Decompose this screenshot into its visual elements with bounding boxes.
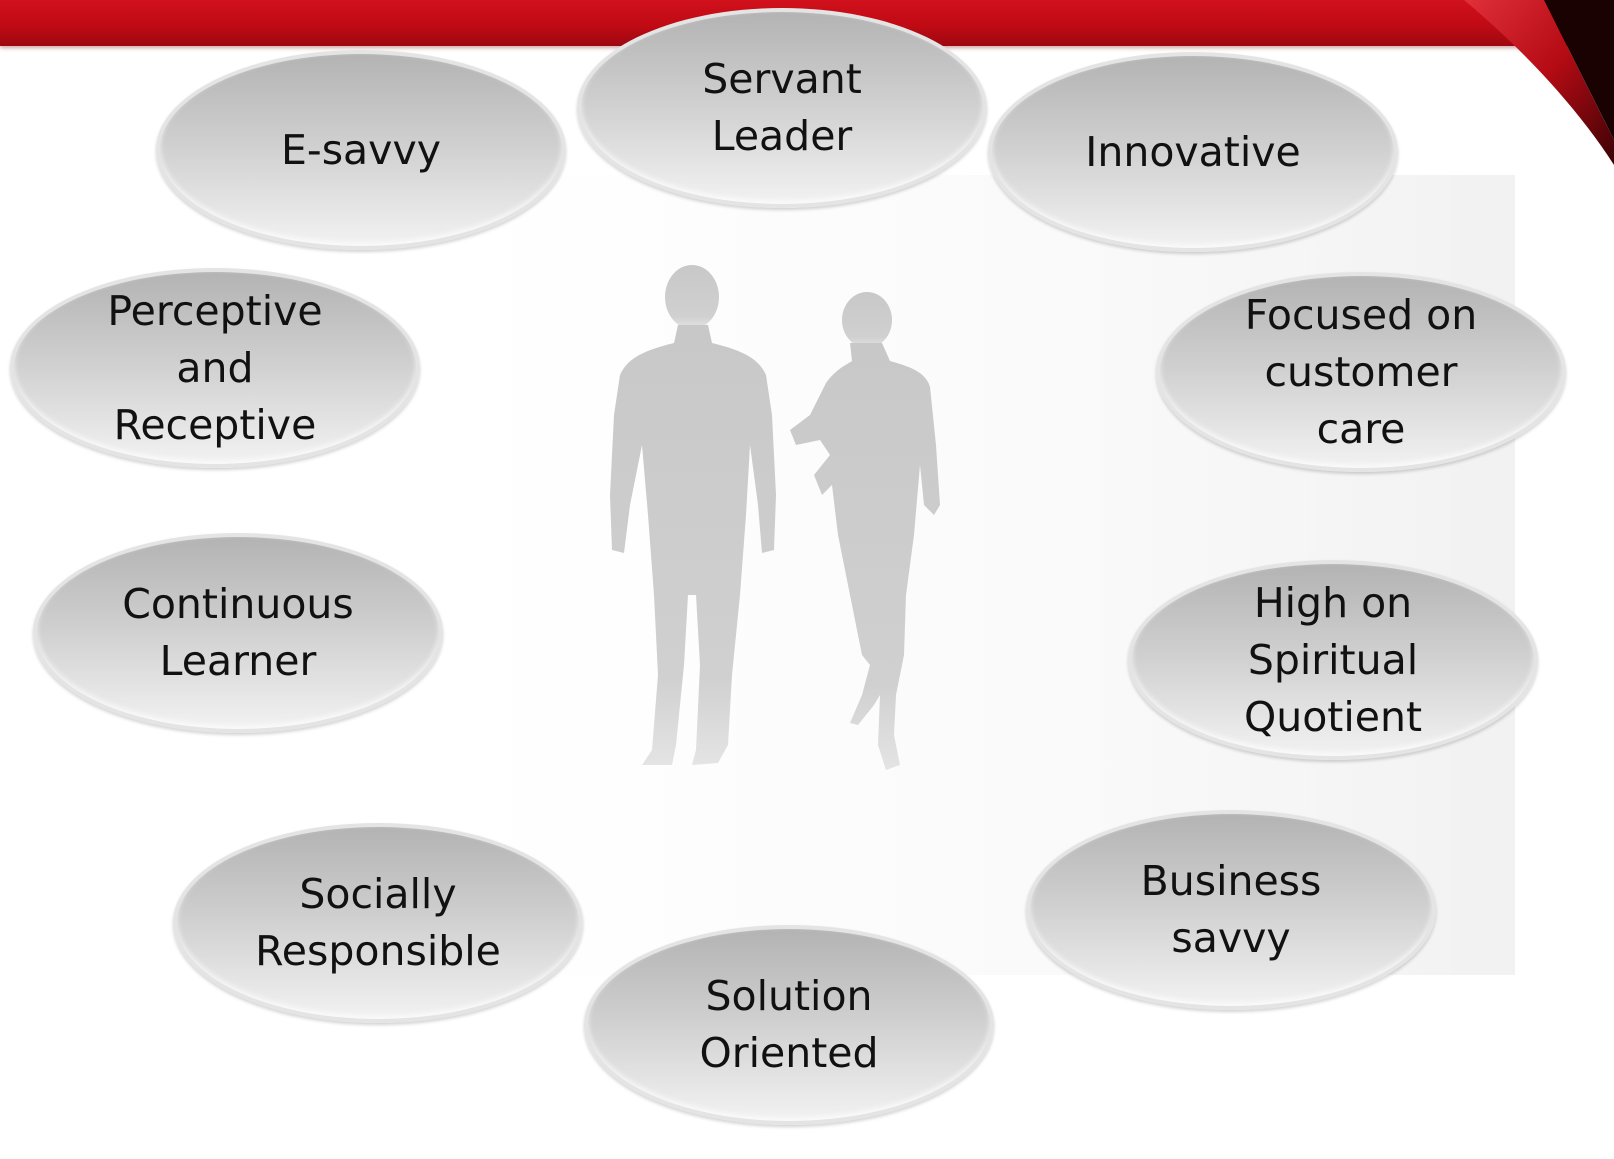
bubble-label: High on Spiritual Quotient <box>1243 578 1423 741</box>
bubble-business-savvy: Business savvy <box>1026 810 1436 1010</box>
bubble-continuous-learner: Continuous Learner <box>33 533 443 733</box>
bubble-label: Business savvy <box>1140 857 1322 962</box>
bubble-innovative: Innovative <box>988 52 1398 252</box>
bubble-solution-oriented: Solution Oriented <box>584 925 994 1125</box>
corner-swoosh-decoration <box>1464 0 1614 165</box>
bubble-label: Focused on customer care <box>1244 290 1478 453</box>
business-people-silhouette <box>610 265 940 770</box>
bubble-label: Continuous Learner <box>122 580 354 685</box>
bubble-socially-responsible: Socially Responsible <box>173 823 583 1023</box>
bubble-perceptive-and-receptive: Perceptive and Receptive <box>10 268 420 468</box>
bubble-label: Socially Responsible <box>255 870 501 975</box>
bubble-label: Innovative <box>1085 127 1301 176</box>
man-silhouette <box>610 265 776 765</box>
bubble-focused-on-customer-care: Focused on customer care <box>1156 272 1566 472</box>
bubble-high-on-spiritual-quotient: High on Spiritual Quotient <box>1128 560 1538 760</box>
bubble-label: Solution Oriented <box>699 972 879 1077</box>
woman-silhouette <box>790 292 940 770</box>
bubble-servant-leader: Servant Leader <box>577 8 987 208</box>
bubble-label: Servant Leader <box>702 55 862 160</box>
bubble-label: Perceptive and Receptive <box>107 286 323 449</box>
bubble-label: E-savvy <box>281 125 441 174</box>
bubble-e-savvy: E-savvy <box>156 50 566 250</box>
